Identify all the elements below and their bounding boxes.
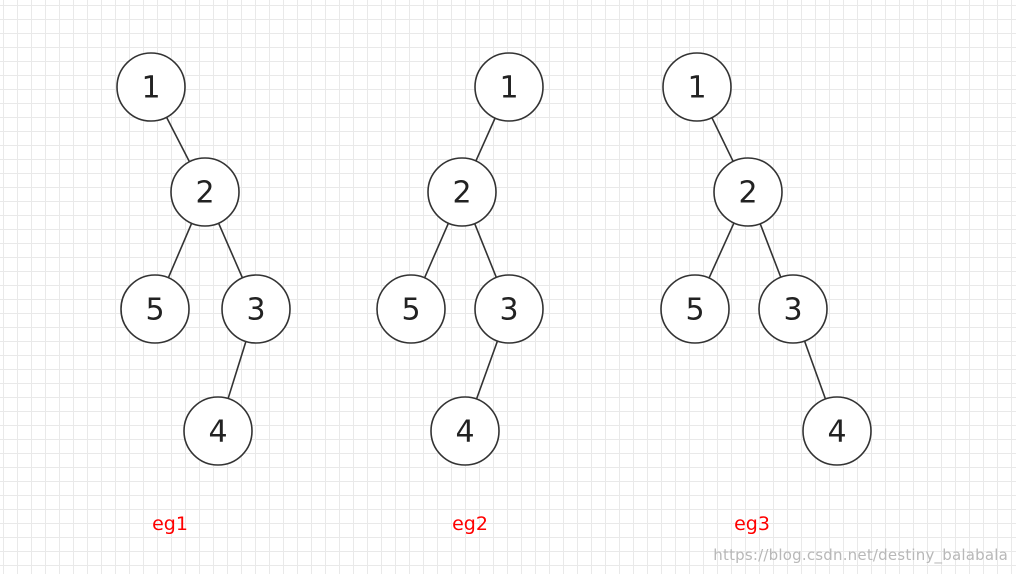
tree-node-3: 3: [474, 274, 544, 344]
tree-edge-2-3: [759, 223, 782, 278]
tree-node-1: 1: [662, 52, 732, 122]
node-circle: [474, 52, 544, 122]
node-circle: [376, 274, 446, 344]
tree-edge-1-2: [475, 117, 496, 162]
tree-edge-3-4: [475, 340, 499, 400]
tree-node-4: 4: [802, 396, 872, 466]
tree-node-5: 5: [376, 274, 446, 344]
node-label: 5: [145, 293, 164, 328]
captions-layer: eg1 eg2 eg3: [152, 513, 770, 535]
node-label: 4: [455, 415, 474, 450]
node-circle: [713, 157, 783, 227]
node-label: 3: [499, 293, 518, 328]
tree-edge-1-2: [711, 117, 734, 162]
nodes-layer: 1 2 5 3 4 1 2 5 3 4 1 2 5 3 4: [116, 52, 872, 466]
tree-edge-2-3: [217, 222, 244, 279]
node-circle: [170, 157, 240, 227]
tree-caption: eg1: [152, 513, 188, 535]
tree-edge-2-5: [708, 222, 735, 279]
node-label: 5: [685, 293, 704, 328]
tree-node-2: 2: [713, 157, 783, 227]
node-circle: [430, 396, 500, 466]
node-label: 1: [499, 71, 518, 106]
tree-edge-1-2: [165, 116, 191, 163]
node-circle: [758, 274, 828, 344]
node-circle: [116, 52, 186, 122]
node-label: 3: [246, 293, 265, 328]
edges-layer: [165, 116, 827, 400]
node-circle: [120, 274, 190, 344]
tree-node-2: 2: [170, 157, 240, 227]
tree-edge-3-4: [227, 341, 247, 399]
node-label: 2: [452, 176, 471, 211]
node-circle: [660, 274, 730, 344]
tree-edge-2-5: [423, 222, 450, 279]
tree-node-4: 4: [183, 396, 253, 466]
node-label: 4: [208, 415, 227, 450]
tree-node-1: 1: [474, 52, 544, 122]
node-circle: [183, 396, 253, 466]
node-circle: [221, 274, 291, 344]
tree-node-5: 5: [660, 274, 730, 344]
node-circle: [427, 157, 497, 227]
tree-node-3: 3: [758, 274, 828, 344]
watermark-text: https://blog.csdn.net/destiny_balabala: [713, 546, 1008, 564]
tree-node-1: 1: [116, 52, 186, 122]
tree-node-5: 5: [120, 274, 190, 344]
node-circle: [802, 396, 872, 466]
tree-edge-2-5: [167, 222, 193, 279]
tree-caption: eg3: [734, 513, 770, 535]
tree-edge-3-4: [803, 340, 827, 400]
tree-node-3: 3: [221, 274, 291, 344]
node-circle: [474, 274, 544, 344]
tree-node-2: 2: [427, 157, 497, 227]
node-label: 2: [195, 176, 214, 211]
tree-node-4: 4: [430, 396, 500, 466]
node-label: 3: [783, 293, 802, 328]
node-circle: [662, 52, 732, 122]
node-label: 5: [401, 293, 420, 328]
node-label: 1: [687, 71, 706, 106]
tree-caption: eg2: [452, 513, 488, 535]
node-label: 2: [738, 176, 757, 211]
tree-edge-2-3: [473, 223, 498, 278]
node-label: 4: [827, 415, 846, 450]
node-label: 1: [141, 71, 160, 106]
